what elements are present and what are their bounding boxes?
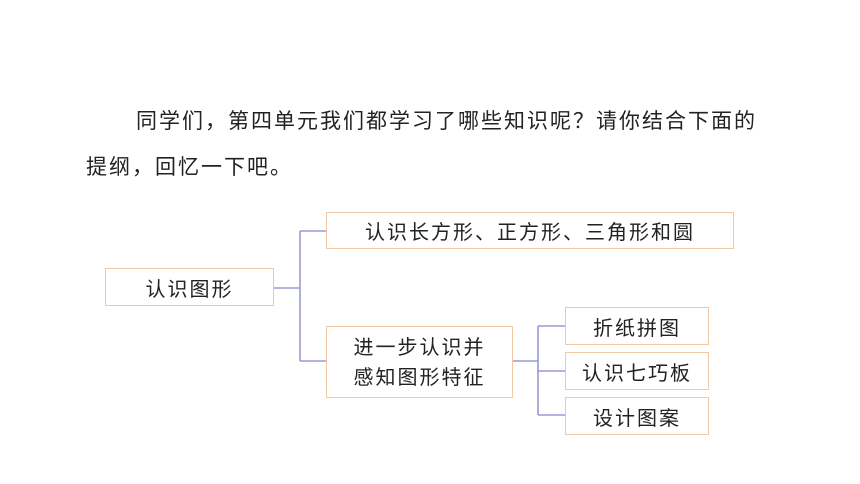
top-branch-node: 认识长方形、正方形、三角形和圆 xyxy=(326,212,734,249)
leaf-node-2: 认识七巧板 xyxy=(565,352,709,390)
root-node: 认识图形 xyxy=(105,268,274,306)
leaf-label-1: 折纸拼图 xyxy=(593,315,681,340)
intro-paragraph: 同学们，第四单元我们都学习了哪些知识呢？请你结合下面的提纲，回忆一下吧。 xyxy=(86,109,757,179)
bottom-branch-node: 进一步认识并 感知图形特征 xyxy=(326,326,513,398)
bottom-branch-label-line1: 进一步认识并 xyxy=(353,335,486,359)
leaf-label-2: 认识七巧板 xyxy=(582,360,692,385)
leaf-node-3: 设计图案 xyxy=(565,397,709,435)
leaf-node-1: 折纸拼图 xyxy=(565,307,709,345)
leaf-label-3: 设计图案 xyxy=(593,405,681,430)
bottom-branch-label-line2: 感知图形特征 xyxy=(353,365,486,389)
top-branch-label: 认识长方形、正方形、三角形和圆 xyxy=(365,220,695,244)
root-node-label: 认识图形 xyxy=(145,276,234,301)
